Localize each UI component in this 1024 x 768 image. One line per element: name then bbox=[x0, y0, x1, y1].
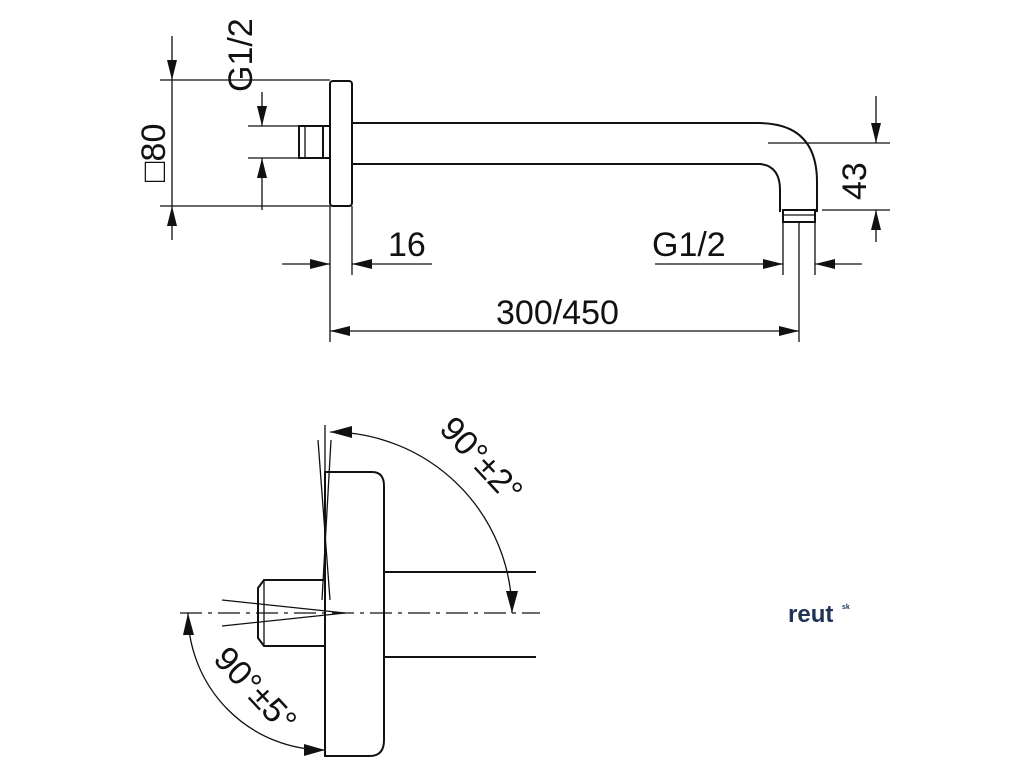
label-thread-outlet: G1/2 bbox=[652, 226, 726, 264]
logo-text: reut bbox=[788, 601, 833, 628]
side-flange bbox=[324, 471, 385, 757]
flange-connector bbox=[298, 125, 324, 159]
reut-logo: reut sk bbox=[788, 601, 850, 628]
top-view-drawing bbox=[298, 80, 818, 223]
dim-drop-height bbox=[768, 96, 890, 242]
dim-arm-length bbox=[330, 222, 800, 342]
dim-thread-left bbox=[248, 92, 299, 210]
label-angle-wall: 90°±2° bbox=[432, 410, 530, 511]
angle-arc-wall bbox=[329, 426, 518, 614]
label-angle-thread: 90°±5° bbox=[206, 640, 304, 741]
angle-arc-thread bbox=[183, 612, 326, 756]
label-flange-thickness: 16 bbox=[388, 226, 426, 264]
label-arm-length: 300/450 bbox=[496, 294, 619, 332]
dim-flange-thickness bbox=[282, 206, 432, 342]
label-drop-height: 43 bbox=[836, 162, 874, 200]
shower-arm bbox=[352, 122, 818, 212]
dim-flange-size bbox=[160, 36, 330, 240]
label-flange-size: □80 bbox=[135, 124, 173, 182]
wall-flange bbox=[329, 80, 353, 207]
label-thread-left: G1/2 bbox=[222, 18, 260, 92]
outlet-nut bbox=[782, 209, 816, 223]
logo-superscript: sk bbox=[842, 604, 850, 611]
dim-thread-outlet bbox=[655, 222, 862, 275]
side-view-drawing bbox=[180, 425, 540, 757]
